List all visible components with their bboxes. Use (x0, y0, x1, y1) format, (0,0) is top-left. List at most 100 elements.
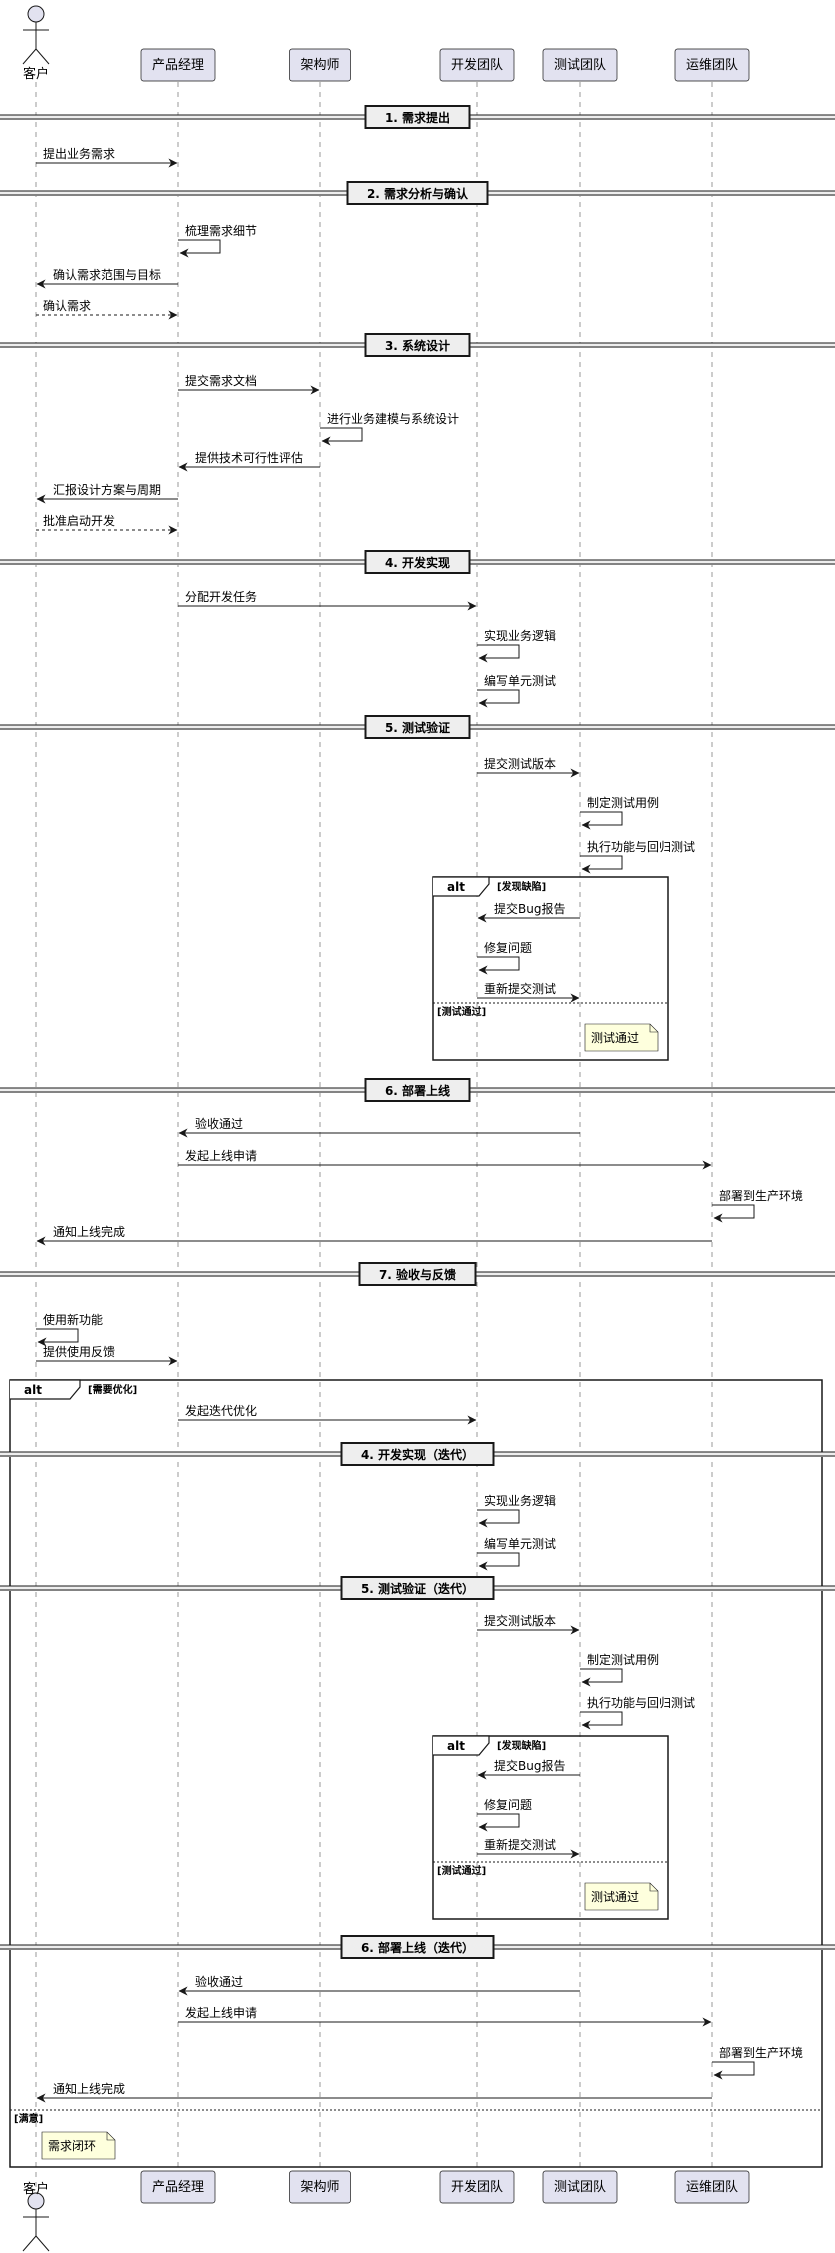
message-label: 提交测试版本 (484, 756, 556, 771)
fragment-tab (10, 1379, 81, 1400)
participant-label-bottom: 架构师 (300, 2180, 339, 2195)
message-m13: 提交测试版本 (477, 756, 580, 778)
message-m33: 重新提交测试 (477, 1837, 580, 1859)
message-m20: 发起上线申请 (178, 1148, 712, 1170)
note-fold (106, 2132, 115, 2141)
message-m24: 提供使用反馈 (36, 1344, 178, 1366)
message-label: 提供技术可行性评估 (195, 450, 303, 465)
participant-customer-bottom[interactable]: 客户 (22, 2181, 50, 2252)
self-message-arrow (580, 1668, 623, 1687)
message-m16: 提交Bug报告 (477, 901, 580, 923)
participant-architect-bottom[interactable]: 架构师 (289, 2170, 351, 2204)
self-message-arrow (580, 855, 623, 874)
participant-customer-top[interactable]: 客户 (22, 5, 50, 82)
fragment-condition: [发现缺陷] (497, 880, 546, 893)
message-m4: 确认需求 (36, 299, 178, 320)
note-text: 需求闭环 (48, 2139, 96, 2153)
divider-d1: 1. 需求提出 (0, 105, 835, 129)
divider-label-box (364, 105, 471, 129)
participant-box (140, 2170, 216, 2204)
message-m27: 编写单元测试 (477, 1536, 556, 1571)
message-label: 发起上线申请 (185, 2005, 257, 2020)
message-label: 发起上线申请 (185, 1148, 257, 1163)
participant-ops-top[interactable]: 运维团队 (674, 48, 750, 82)
message-m35: 发起上线申请 (178, 2005, 712, 2027)
divider-label: 4. 开发实现（迭代） (361, 1447, 474, 1462)
self-message-arrow (712, 1204, 755, 1223)
divider-label: 6. 部署上线 (385, 1083, 450, 1098)
self-message-arrow (477, 644, 520, 663)
participant-box (439, 2170, 515, 2204)
note-body (584, 1023, 659, 1052)
participant-qa-top[interactable]: 测试团队 (542, 48, 618, 82)
note-text: 测试通过 (591, 1889, 639, 1904)
participant-label-top: 产品经理 (152, 58, 204, 73)
message-m32: 修复问题 (477, 1797, 532, 1832)
divider-label: 7. 验收与反馈 (379, 1267, 456, 1282)
message-label: 执行功能与回归测试 (587, 1695, 695, 1710)
divider-d4: 4. 开发实现 (0, 550, 835, 574)
divider-label-box (364, 550, 471, 574)
participant-pm-top[interactable]: 产品经理 (140, 48, 216, 82)
divider-d10: 6. 部署上线（迭代） (0, 1935, 835, 1959)
divider-label-box (340, 1442, 495, 1466)
divider-d5: 5. 测试验证 (0, 715, 835, 739)
participant-label-bottom: 开发团队 (451, 2179, 503, 2195)
participant-label-bottom: 产品经理 (152, 2180, 204, 2195)
divider-label: 5. 测试验证 (385, 720, 450, 735)
message-m8: 汇报设计方案与周期 (36, 482, 178, 504)
fragment-frame (9, 1379, 823, 2168)
message-label: 提交需求文档 (185, 373, 257, 388)
message-m28: 提交测试版本 (477, 1613, 580, 1635)
message-m9: 批准启动开发 (36, 513, 178, 535)
message-label: 通知上线完成 (53, 1224, 125, 1239)
fragment-frame (432, 1735, 669, 1920)
participant-ops-bottom[interactable]: 运维团队 (674, 2170, 750, 2204)
message-m6: 进行业务建模与系统设计 (320, 411, 459, 446)
divider-d2: 2. 需求分析与确认 (0, 181, 835, 205)
participant-architect-top[interactable]: 架构师 (289, 48, 351, 82)
message-label: 验收通过 (195, 1116, 243, 1131)
message-label: 制定测试用例 (587, 795, 659, 810)
message-label: 提交Bug报告 (494, 901, 565, 916)
self-message-arrow (477, 1813, 520, 1832)
note-n2: 测试通过 (584, 1882, 659, 1911)
actor-leg (35, 2235, 50, 2252)
fragment-condition: [需要优化] (88, 1383, 137, 1396)
note-body (41, 2131, 116, 2160)
message-label: 重新提交测试 (484, 981, 556, 996)
fragment-f3: alt[发现缺陷][测试通过] (432, 1735, 669, 1920)
self-message-arrow (477, 1509, 520, 1528)
message-m5: 提交需求文档 (178, 373, 320, 395)
divider-label-box (364, 1078, 471, 1102)
participant-dev-bottom[interactable]: 开发团队 (439, 2170, 515, 2204)
self-message-arrow (178, 239, 221, 258)
actor-head-icon (27, 5, 45, 23)
participant-pm-bottom[interactable]: 产品经理 (140, 2170, 216, 2204)
participant-dev-top[interactable]: 开发团队 (439, 48, 515, 82)
self-message-arrow (712, 2061, 755, 2080)
fragment-frame (432, 876, 669, 1061)
message-label: 实现业务逻辑 (484, 628, 556, 643)
divider-label: 4. 开发实现 (385, 555, 450, 570)
divider-label-box (346, 181, 489, 205)
divider-d8: 4. 开发实现（迭代） (0, 1442, 835, 1466)
note-n3: 需求闭环 (41, 2131, 116, 2160)
divider-d9: 5. 测试验证（迭代） (0, 1576, 835, 1600)
divider-d7: 7. 验收与反馈 (0, 1262, 835, 1286)
divider-label: 2. 需求分析与确认 (367, 186, 469, 201)
message-m3: 确认需求范围与目标 (36, 268, 178, 289)
message-m18: 重新提交测试 (477, 981, 580, 1003)
participant-label-top: 测试团队 (554, 58, 606, 73)
message-label: 编写单元测试 (484, 1536, 556, 1551)
fragment-f2: alt[需要优化][满意] (9, 1379, 823, 2168)
message-m29: 制定测试用例 (580, 1652, 659, 1687)
message-m17: 修复问题 (477, 940, 532, 975)
participant-label-top: 运维团队 (686, 58, 738, 73)
message-label: 部署到生产环境 (719, 1188, 803, 1203)
actor-leg (22, 48, 37, 65)
message-m2: 梳理需求细节 (178, 223, 257, 258)
participant-box (674, 48, 750, 82)
participant-qa-bottom[interactable]: 测试团队 (542, 2170, 618, 2204)
